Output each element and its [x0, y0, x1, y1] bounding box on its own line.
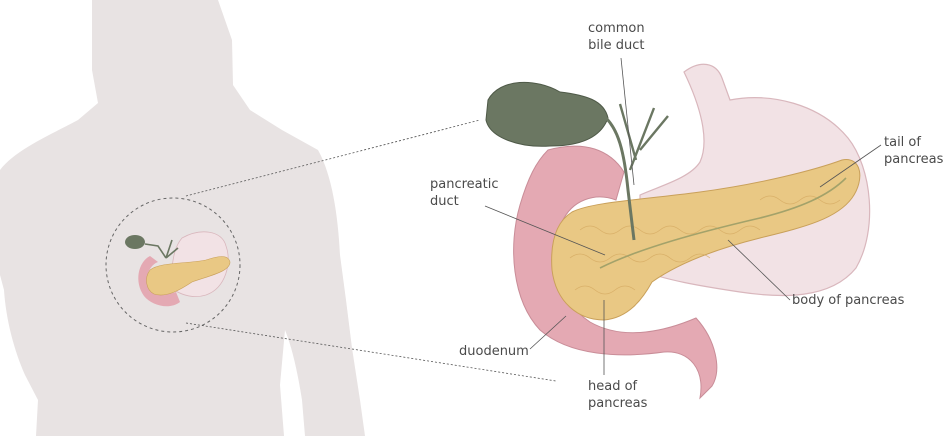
hepatic-ducts	[620, 104, 668, 170]
label-head-of-pancreas: head of pancreas	[588, 378, 647, 412]
label-duodenum: duodenum	[459, 343, 529, 360]
label-pancreatic-duct: pancreatic duct	[430, 176, 499, 210]
label-common-bile-duct: common bile duct	[588, 20, 645, 54]
label-tail-of-pancreas: tail of pancreas	[884, 134, 943, 168]
leader-common-bile-duct	[621, 58, 634, 185]
label-body-of-pancreas: body of pancreas	[792, 292, 904, 309]
mini-gallbladder	[125, 235, 145, 249]
gallbladder	[486, 82, 608, 146]
body-silhouette	[0, 0, 365, 436]
